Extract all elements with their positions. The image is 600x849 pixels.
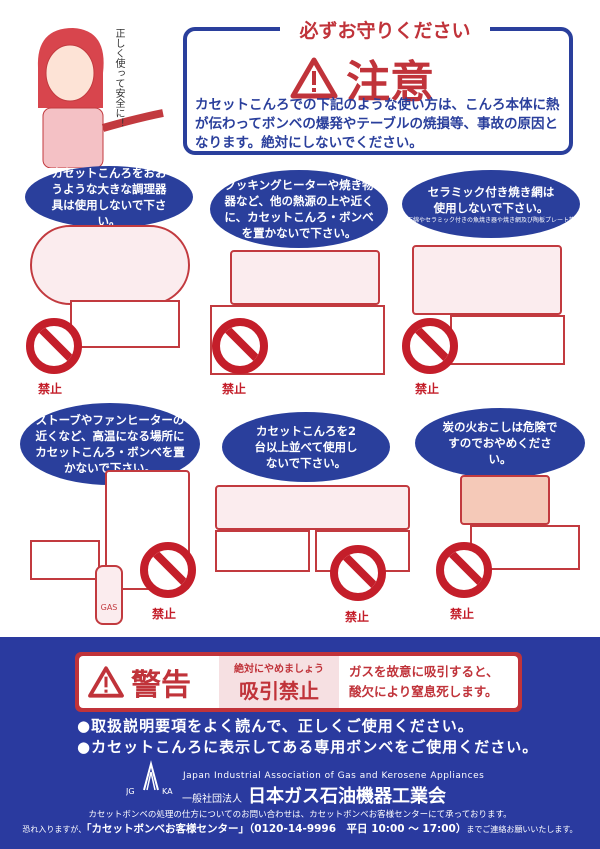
large-pot-illustration bbox=[30, 225, 190, 305]
svg-text:JG: JG bbox=[126, 787, 135, 796]
org-prefix: 一般社団法人 bbox=[182, 794, 242, 805]
org-english-name: Japan Industrial Association of Gas and … bbox=[183, 771, 485, 781]
caution-heading: 注意 bbox=[290, 46, 470, 110]
ban-label: 禁止 bbox=[345, 610, 370, 624]
panel-1-text: カセットこんろをおおうような大きな調理器具は使用しないで下さい。 bbox=[51, 166, 167, 228]
prohibited-icon bbox=[26, 318, 82, 374]
ceramic-grill-illustration bbox=[412, 245, 562, 315]
panel-2-bubble: クッキングヒーターや焼き物器など、他の熱源の上や近くに、カセットこんろ・ボンベを… bbox=[210, 170, 388, 248]
org-japanese-name: 一般社団法人 日本ガス石油機器工業会 bbox=[182, 782, 446, 808]
warning-triangle-icon bbox=[290, 57, 338, 99]
customer-center-phone: 「カセットボンベお客様センター」（0120-14-9996 平日 10:00 ～… bbox=[86, 823, 467, 835]
caution-title: 注意 bbox=[346, 57, 434, 108]
warning-heading: 警告 bbox=[79, 660, 219, 704]
panel-5-text: カセットこんろを2台以上並べて使用しないで下さい。 bbox=[254, 424, 358, 470]
warning-box: 警告 絶対にやめましょう 吸引禁止 ガスを故意に吸引すると、 酸欠により窒息死し… bbox=[75, 652, 522, 712]
stove-illustration bbox=[450, 315, 565, 365]
footer-contact: 恐れ入りますが、「カセットボンベお客様センター」（0120-14-9996 平日… bbox=[0, 823, 600, 836]
inhalation-ban: 絶対にやめましょう 吸引禁止 bbox=[219, 656, 339, 708]
warning-sub: 絶対にやめましょう bbox=[234, 664, 324, 675]
warning-text-line: 酸欠により窒息死します。 bbox=[349, 684, 498, 699]
griddle-illustration bbox=[215, 485, 410, 530]
prohibited-icon bbox=[436, 542, 492, 598]
panel-3-note: 石綿やセラミック付きの魚焼き器や焼き網及び陶板プレート等 bbox=[406, 216, 575, 224]
speech-text: 正しく使って安全に！ bbox=[113, 28, 124, 128]
gas-label: GAS bbox=[100, 603, 118, 612]
prohibited-icon bbox=[212, 318, 268, 374]
jgka-logo: JG KA bbox=[125, 760, 176, 796]
panel-6-text: 炭の火おこしは危険ですのでおやめください。 bbox=[442, 420, 558, 466]
charcoal-fire-illustration bbox=[460, 475, 550, 525]
prohibited-icon bbox=[140, 542, 196, 598]
panel-4-text: ストーブやファンヒーターの近くなど、高温になる場所にカセットこんろ・ボンベを置か… bbox=[35, 413, 185, 475]
instruction-bullet: ●カセットこんろに表示してある専用ボンベをご使用ください。 bbox=[77, 738, 539, 756]
prohibited-icon bbox=[330, 545, 386, 601]
panel-5-bubble: カセットこんろを2台以上並べて使用しないで下さい。 bbox=[222, 412, 390, 482]
warning-triangle-icon bbox=[88, 666, 124, 698]
panel-3-bubble: セラミック付き焼き網は使用しないで下さい。石綿やセラミック付きの魚焼き器や焼き網… bbox=[402, 170, 580, 238]
warning-text-line: ガスを故意に吸引すると、 bbox=[349, 664, 499, 679]
panel-2-text: クッキングヒーターや焼き物器など、他の熱源の上や近くに、カセットこんろ・ボンベを… bbox=[224, 178, 374, 240]
footer-pre: 恐れ入りますが、 bbox=[22, 825, 87, 834]
warning-title: 警告 bbox=[131, 668, 191, 703]
must-keep-heading: 必ずお守りください bbox=[280, 16, 490, 43]
footer-post: までご連絡お願いいたします。 bbox=[466, 825, 578, 834]
stove-illustration bbox=[215, 530, 310, 572]
ban-label: 禁止 bbox=[222, 382, 247, 396]
ban-label: 禁止 bbox=[450, 607, 475, 621]
cooking-heater-illustration bbox=[230, 250, 380, 305]
stove-illustration bbox=[70, 300, 180, 348]
prohibited-icon bbox=[402, 318, 458, 374]
ban-label: 禁止 bbox=[38, 382, 63, 396]
gas-canister: GAS bbox=[95, 565, 123, 625]
svg-text:KA: KA bbox=[162, 787, 173, 796]
instruction-bullet: ●取扱説明要項をよく読んで、正しくご使用ください。 bbox=[77, 717, 474, 735]
panel-3-text: セラミック付き焼き網は使用しないで下さい。 bbox=[427, 184, 555, 215]
org-name: 日本ガス石油機器工業会 bbox=[248, 786, 446, 807]
panel-1-bubble: カセットこんろをおおうような大きな調理器具は使用しないで下さい。 bbox=[25, 166, 193, 228]
caution-text: カセットこんろでの下記のような使い方は、こんろ本体に熱が伝わってボンベの爆発やテ… bbox=[195, 97, 560, 151]
stove-illustration bbox=[30, 540, 100, 580]
warning-text: ガスを故意に吸引すると、 酸欠により窒息死します。 bbox=[339, 662, 499, 702]
footer-note: カセットボンベの処理の仕方についてのお問い合わせは、カセットボンベお客様センター… bbox=[88, 810, 512, 820]
warning-main: 吸引禁止 bbox=[239, 679, 319, 703]
panel-6-bubble: 炭の火おこしは危険ですのでおやめください。 bbox=[415, 408, 585, 478]
ban-label: 禁止 bbox=[415, 382, 440, 396]
woman-illustration bbox=[18, 18, 168, 169]
ban-label: 禁止 bbox=[152, 607, 177, 621]
